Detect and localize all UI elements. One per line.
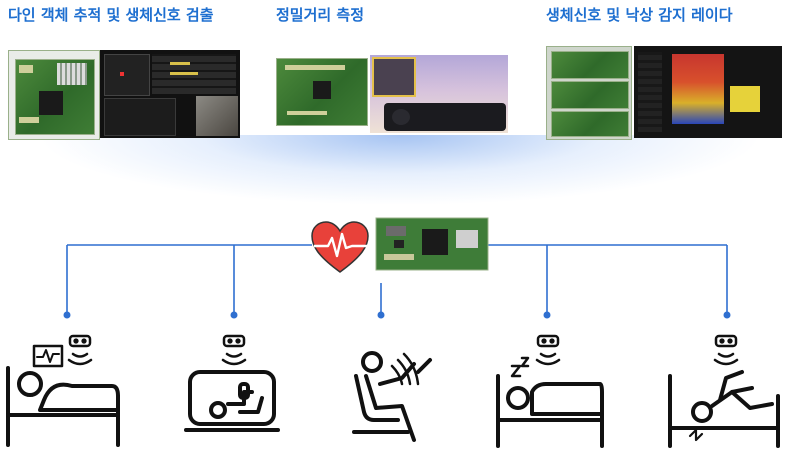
distance-sensor-board-photo xyxy=(276,58,368,126)
patient-bed-monitor-icon xyxy=(6,334,120,447)
radar-board-photo xyxy=(8,50,100,140)
highlight-glow xyxy=(0,135,800,225)
connector-dot-3 xyxy=(377,311,385,319)
fall-detection-icon xyxy=(668,334,780,448)
connector-dot-1 xyxy=(63,311,71,319)
sleeping-person-icon xyxy=(496,334,604,448)
infant-crib-icon xyxy=(184,334,280,432)
connector-dot-2 xyxy=(230,311,238,319)
distance-measurement-photo xyxy=(370,55,508,133)
section-title-fall-radar: 생체신호 및 낙상 감지 레이다 xyxy=(546,6,733,24)
tracking-software-screenshot xyxy=(100,50,240,138)
heart-pulse-icon xyxy=(311,221,369,273)
radar-module-icon xyxy=(375,217,489,271)
section-title-distance: 정밀거리 측정 xyxy=(276,6,365,24)
section-title-multi-tracking: 다인 객체 추적 및 생체신호 검출 xyxy=(8,6,214,24)
fall-detection-screenshot xyxy=(634,46,782,138)
driver-seat-icon xyxy=(352,351,432,442)
connector-dot-5 xyxy=(723,311,731,319)
fall-radar-board-photo xyxy=(546,46,632,140)
connector-dot-4 xyxy=(543,311,551,319)
